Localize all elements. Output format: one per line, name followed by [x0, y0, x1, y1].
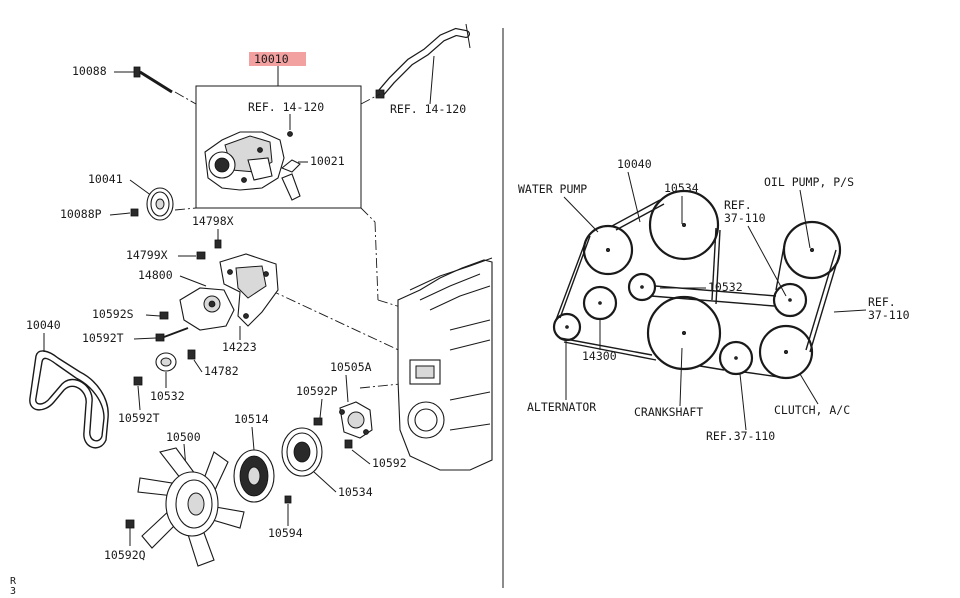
label-10532-right[interactable]: 10532	[708, 280, 743, 294]
label-10592p[interactable]: 10592P	[296, 384, 338, 398]
label-water-pump[interactable]: WATER PUMP	[518, 182, 587, 196]
bolt-10088	[133, 66, 173, 94]
label-ref-14-120-a[interactable]: REF. 14-120	[248, 100, 324, 114]
drive-belt-10040	[29, 350, 109, 449]
pulley-14300[interactable]	[582, 285, 618, 321]
fan-clutch-10514	[233, 449, 275, 503]
water-pump-assembly	[204, 131, 285, 191]
label-10505a[interactable]: 10505A	[330, 360, 372, 374]
pulley-oil-pump[interactable]	[782, 220, 842, 280]
pulley-ref-37-110-a[interactable]	[772, 282, 808, 318]
pulley-ref-37-110-b[interactable]	[718, 340, 754, 376]
label-oil-pump[interactable]: OIL PUMP, P/S	[764, 175, 854, 189]
label-ref-37-110-c[interactable]: REF.37-110	[706, 429, 775, 443]
label-14782[interactable]: 14782	[204, 364, 239, 378]
label-crankshaft[interactable]: CRANKSHAFT	[634, 405, 703, 419]
label-10041[interactable]: 10041	[88, 172, 123, 186]
tensioner-14800	[179, 287, 235, 331]
label-10594[interactable]: 10594	[268, 526, 303, 540]
label-10021[interactable]: 10021	[310, 154, 345, 168]
housing-10505a	[339, 401, 373, 439]
label-10532[interactable]: 10532	[150, 389, 185, 403]
pulley-10532-right[interactable]	[627, 272, 657, 302]
label-ref-14-120-b[interactable]: REF. 14-120	[390, 102, 466, 116]
highlight-box	[249, 52, 306, 66]
label-alternator[interactable]: ALTERNATOR	[527, 400, 596, 414]
label-clutch-ac[interactable]: CLUTCH, A/C	[774, 403, 850, 417]
bracket-14223	[219, 253, 279, 327]
label-ref-37-110-b-line1[interactable]: REF.	[868, 295, 896, 309]
coolant-pipe	[375, 23, 471, 99]
label-10514[interactable]: 10514	[234, 412, 269, 426]
label-ref-37-110-a-line1[interactable]: REF.	[724, 198, 752, 212]
pulley-10534	[281, 427, 323, 477]
idler-pulley-10532	[155, 352, 177, 372]
label-10592q[interactable]: 10592Q	[104, 548, 146, 562]
pulley-crankshaft[interactable]	[646, 295, 722, 371]
pulley-water-pump[interactable]	[582, 224, 634, 276]
label-10534[interactable]: 10534	[338, 485, 373, 499]
label-10088[interactable]: 10088	[72, 64, 107, 78]
pulley-10041	[146, 187, 174, 221]
label-10040-right[interactable]: 10040	[617, 157, 652, 171]
label-14798x[interactable]: 14798X	[192, 214, 234, 228]
label-10534-right[interactable]: 10534	[664, 181, 699, 195]
corner-mark-r: R	[10, 576, 17, 587]
belt-route-main	[555, 199, 721, 361]
label-10010[interactable]: 10010	[254, 52, 289, 66]
label-14300[interactable]: 14300	[582, 349, 617, 363]
label-10088p[interactable]: 10088P	[60, 207, 102, 221]
corner-mark-3: 3	[10, 586, 16, 597]
assembly-box	[195, 85, 362, 209]
label-ref-37-110-b-line2[interactable]: 37-110	[868, 308, 910, 322]
label-10500[interactable]: 10500	[166, 430, 201, 444]
label-14799x[interactable]: 14799X	[126, 248, 168, 262]
label-10592t-b[interactable]: 10592T	[118, 411, 160, 425]
label-14223[interactable]: 14223	[222, 340, 257, 354]
cooling-fan-10500	[137, 447, 245, 567]
engine-block	[397, 257, 493, 471]
pulley-10534-right[interactable]	[648, 189, 720, 261]
label-14800[interactable]: 14800	[138, 268, 173, 282]
label-10040-left[interactable]: 10040	[26, 318, 61, 332]
label-10592t-a[interactable]: 10592T	[82, 331, 124, 345]
label-10592[interactable]: 10592	[372, 456, 407, 470]
label-10592s[interactable]: 10592S	[92, 307, 134, 321]
label-ref-37-110-a-line2[interactable]: 37-110	[724, 211, 766, 225]
